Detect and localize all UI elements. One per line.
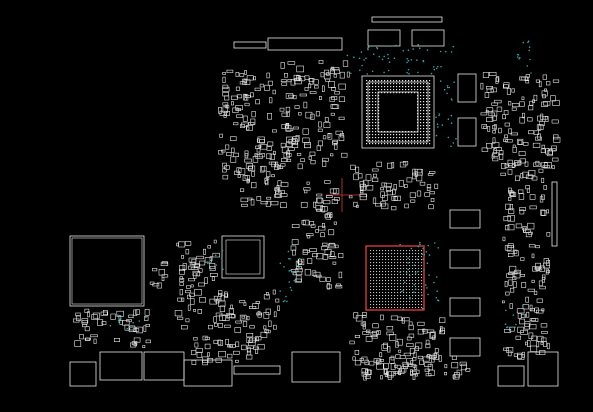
bga-chip-highlighted[interactable]	[365, 245, 425, 311]
crosshair-cursor	[326, 178, 360, 212]
vias	[109, 40, 532, 331]
memory-chip-group-top[interactable]	[367, 29, 445, 47]
right-edge-connector[interactable]	[551, 181, 558, 247]
passive-components[interactable]	[73, 60, 561, 381]
memory-chip-group-center-right[interactable]	[449, 209, 481, 357]
bga-chip-large[interactable]	[361, 75, 435, 149]
memory-chip-group-right[interactable]	[457, 73, 477, 147]
qfn-chip-mid[interactable]	[221, 235, 265, 279]
top-connector[interactable]	[233, 16, 443, 51]
large-qfp-chip[interactable]	[69, 235, 145, 307]
bottom-connector-group[interactable]	[69, 351, 559, 387]
